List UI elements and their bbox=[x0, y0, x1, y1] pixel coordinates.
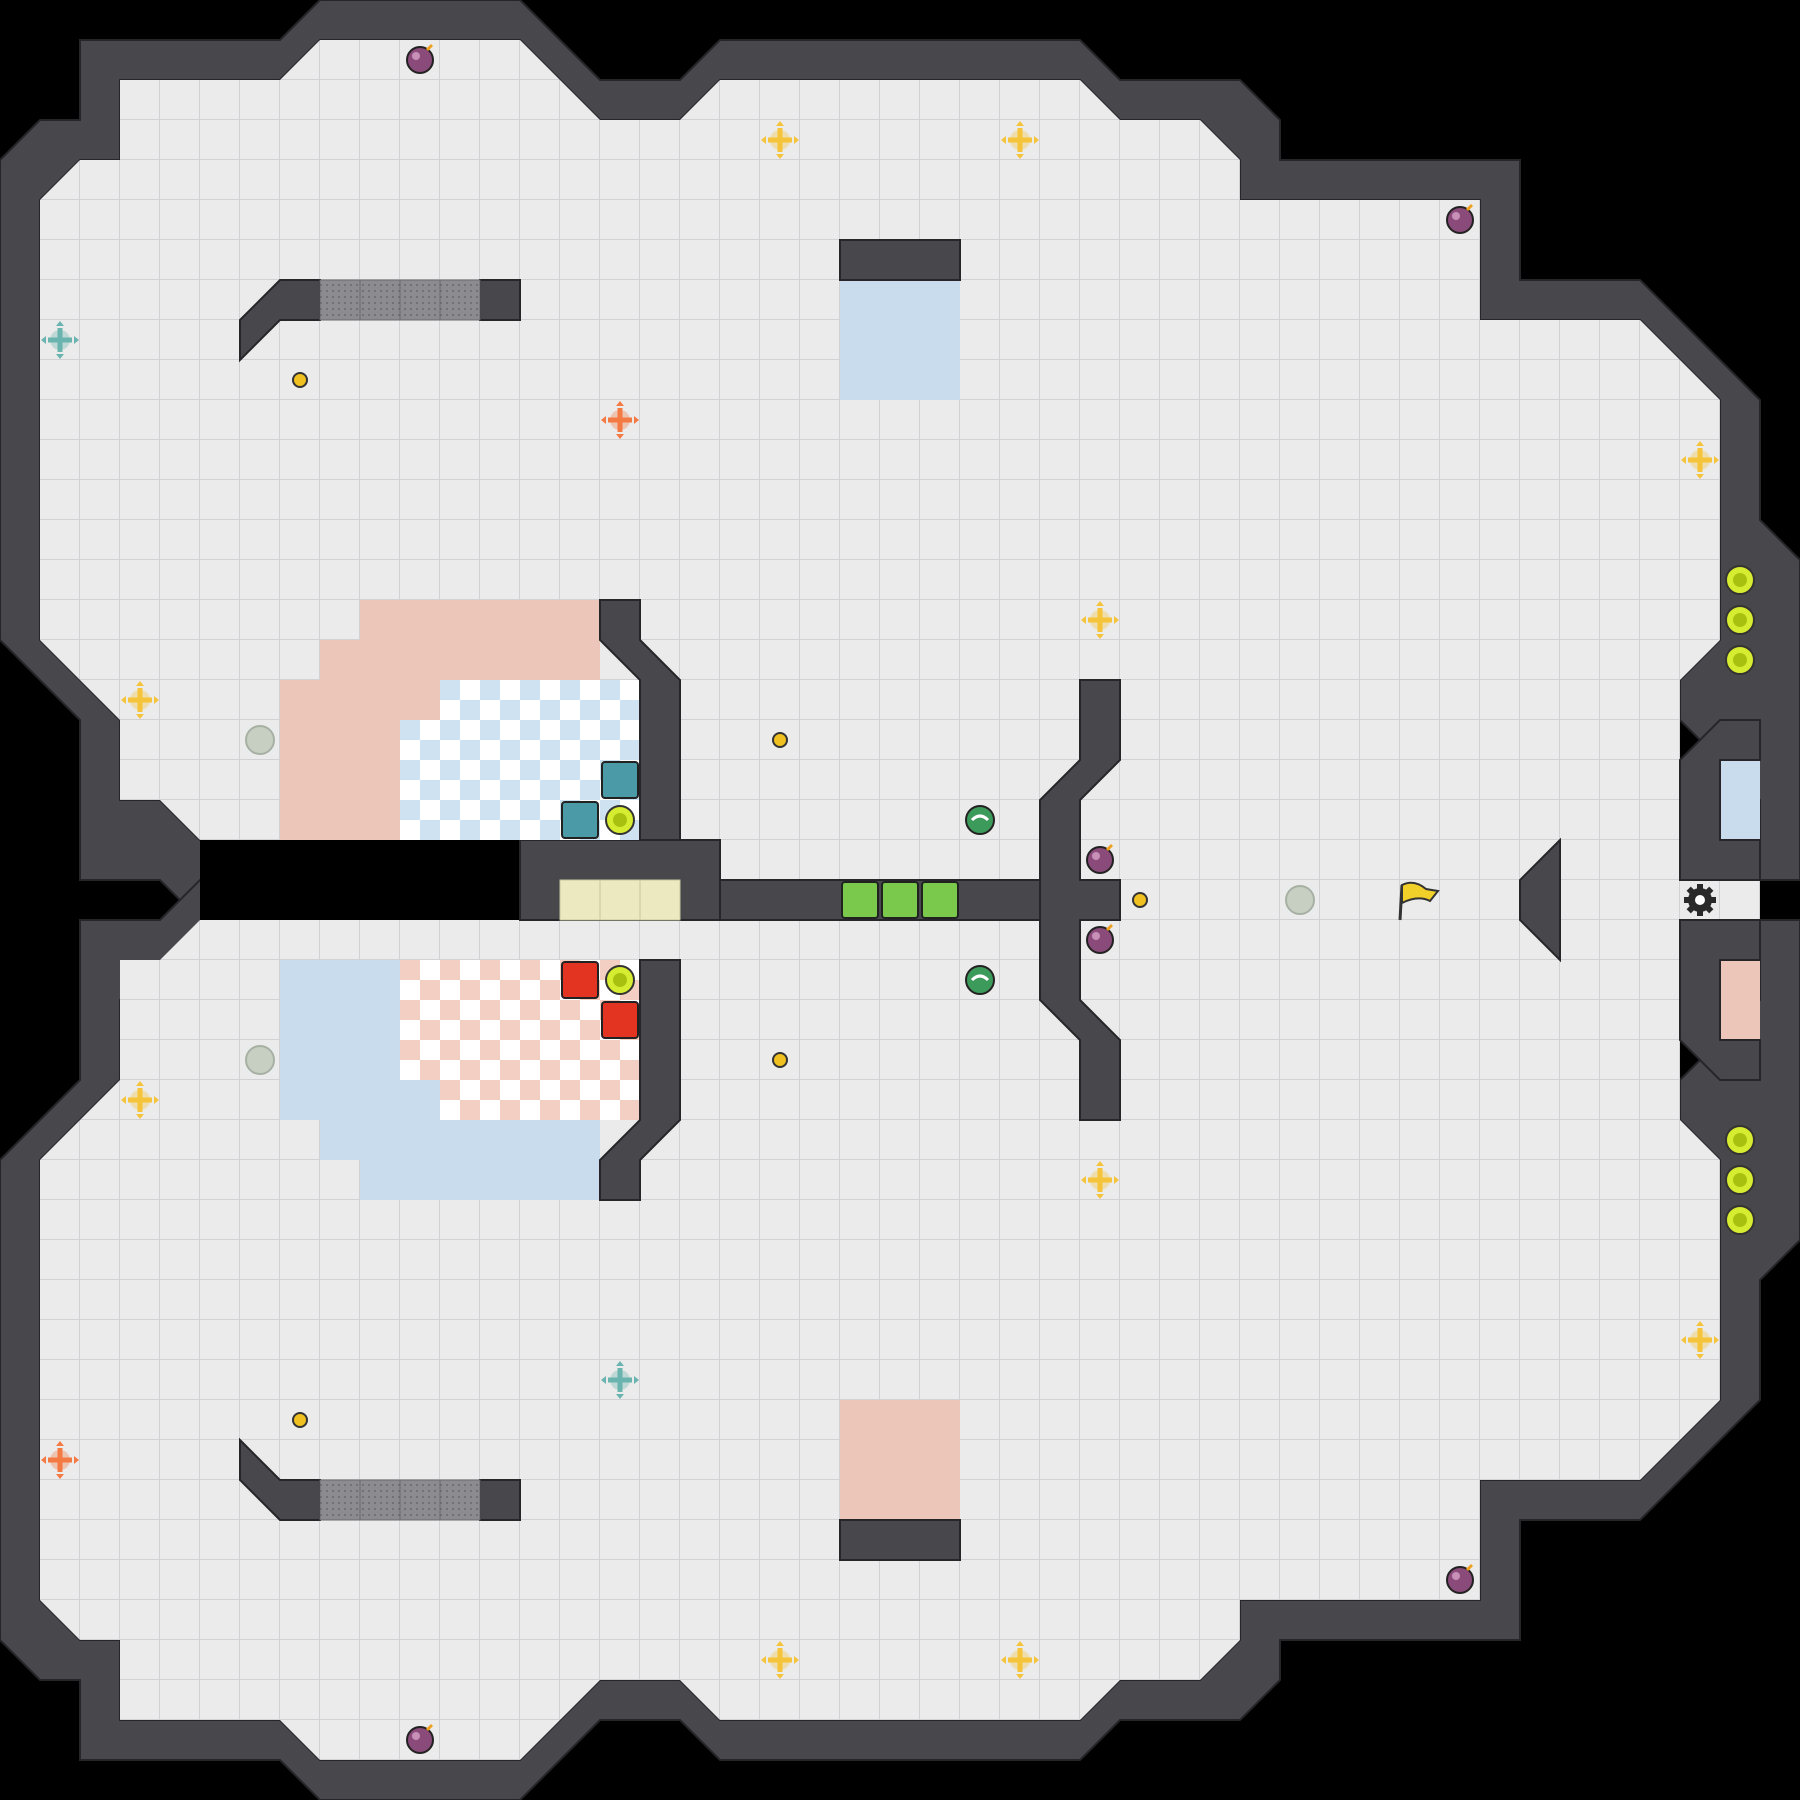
bomb-icon bbox=[1086, 843, 1114, 874]
gate-bottom bbox=[319, 1479, 481, 1521]
powerup-icon bbox=[1725, 1165, 1755, 1195]
green-bouncer-icon bbox=[965, 965, 995, 995]
portal-icon bbox=[1285, 885, 1315, 915]
wall-right-alcove-lower bbox=[1679, 919, 1761, 1081]
speed-boost-icon bbox=[1081, 601, 1119, 639]
gate-icon bbox=[439, 1479, 481, 1521]
speed-boost-icon bbox=[601, 1361, 639, 1399]
inner-wall-top-bracket bbox=[599, 599, 681, 841]
gate-icon bbox=[359, 1479, 401, 1521]
coin-icon bbox=[292, 372, 308, 388]
blue-zone-top-center bbox=[840, 280, 960, 400]
gate-icon bbox=[399, 279, 441, 321]
wall-bottom-left-end bbox=[479, 1479, 521, 1521]
speed-boost-icon bbox=[41, 1441, 79, 1479]
bomb-icon bbox=[1446, 203, 1474, 234]
speed-boost-icon bbox=[761, 1641, 799, 1679]
wall-top-left-end bbox=[479, 279, 521, 321]
powerup-icon bbox=[605, 805, 635, 835]
speed-boost-icon bbox=[601, 401, 639, 439]
wall-triangle-right bbox=[1519, 837, 1561, 963]
bomb-icon bbox=[406, 1723, 434, 1754]
green-speedpad-icon bbox=[921, 881, 959, 919]
speed-boost-icon bbox=[1081, 1161, 1119, 1199]
green-speedpad-icon bbox=[881, 881, 919, 919]
bomb-icon bbox=[1086, 923, 1114, 954]
powerup-icon bbox=[1725, 565, 1755, 595]
speed-boost-icon bbox=[1001, 121, 1039, 159]
coin-icon bbox=[772, 1052, 788, 1068]
green-bouncer-icon bbox=[965, 805, 995, 835]
wall-top-center-bar bbox=[839, 239, 961, 281]
powerup-icon bbox=[1725, 1205, 1755, 1235]
powerup-icon bbox=[1725, 645, 1755, 675]
blue-alcove-right bbox=[1720, 760, 1760, 840]
blue-checker-top bbox=[400, 680, 640, 840]
bomb-icon bbox=[406, 43, 434, 74]
powerup-icon bbox=[1725, 605, 1755, 635]
wall-bottom-center-bar bbox=[839, 1519, 961, 1561]
green-speedpad-icon bbox=[841, 881, 879, 919]
red-tile-block-icon bbox=[601, 1001, 639, 1039]
gate-icon bbox=[439, 279, 481, 321]
yellow-pad bbox=[559, 879, 681, 921]
powerup-icon bbox=[605, 965, 635, 995]
bomb-icon bbox=[1446, 1563, 1474, 1594]
gate-icon bbox=[399, 1479, 441, 1521]
speed-boost-icon bbox=[121, 1081, 159, 1119]
speed-boost-icon bbox=[761, 121, 799, 159]
inner-wall-bottom-bracket bbox=[599, 959, 681, 1201]
spike-icon bbox=[1684, 884, 1716, 916]
blue-tile-block-icon bbox=[601, 761, 639, 799]
entity-layer bbox=[41, 43, 1755, 1754]
gate-icon bbox=[359, 279, 401, 321]
red-zone-bottom-center bbox=[840, 1400, 960, 1520]
gate-top bbox=[319, 279, 481, 321]
coin-icon bbox=[772, 732, 788, 748]
gate-icon bbox=[319, 1479, 361, 1521]
wall-right-alcove-upper bbox=[1679, 719, 1761, 881]
portal-icon bbox=[245, 725, 275, 755]
portal-icon bbox=[245, 1045, 275, 1075]
red-alcove-right bbox=[1720, 960, 1760, 1040]
yellow-flag-icon bbox=[1398, 881, 1440, 921]
speed-boost-icon bbox=[41, 321, 79, 359]
speed-boost-icon bbox=[1681, 1321, 1719, 1359]
speed-boost-icon bbox=[121, 681, 159, 719]
speed-boost-icon bbox=[1681, 441, 1719, 479]
red-checker-bottom bbox=[400, 960, 640, 1120]
gate-icon bbox=[319, 279, 361, 321]
coin-icon bbox=[1132, 892, 1148, 908]
red-tile-block-icon bbox=[561, 961, 599, 999]
coin-icon bbox=[292, 1412, 308, 1428]
speed-boost-icon bbox=[1001, 1641, 1039, 1679]
powerup-icon bbox=[1725, 1125, 1755, 1155]
green-speedpads bbox=[841, 881, 959, 919]
blue-tile-block-icon bbox=[561, 801, 599, 839]
wall-center-vertical bbox=[1039, 679, 1121, 1121]
